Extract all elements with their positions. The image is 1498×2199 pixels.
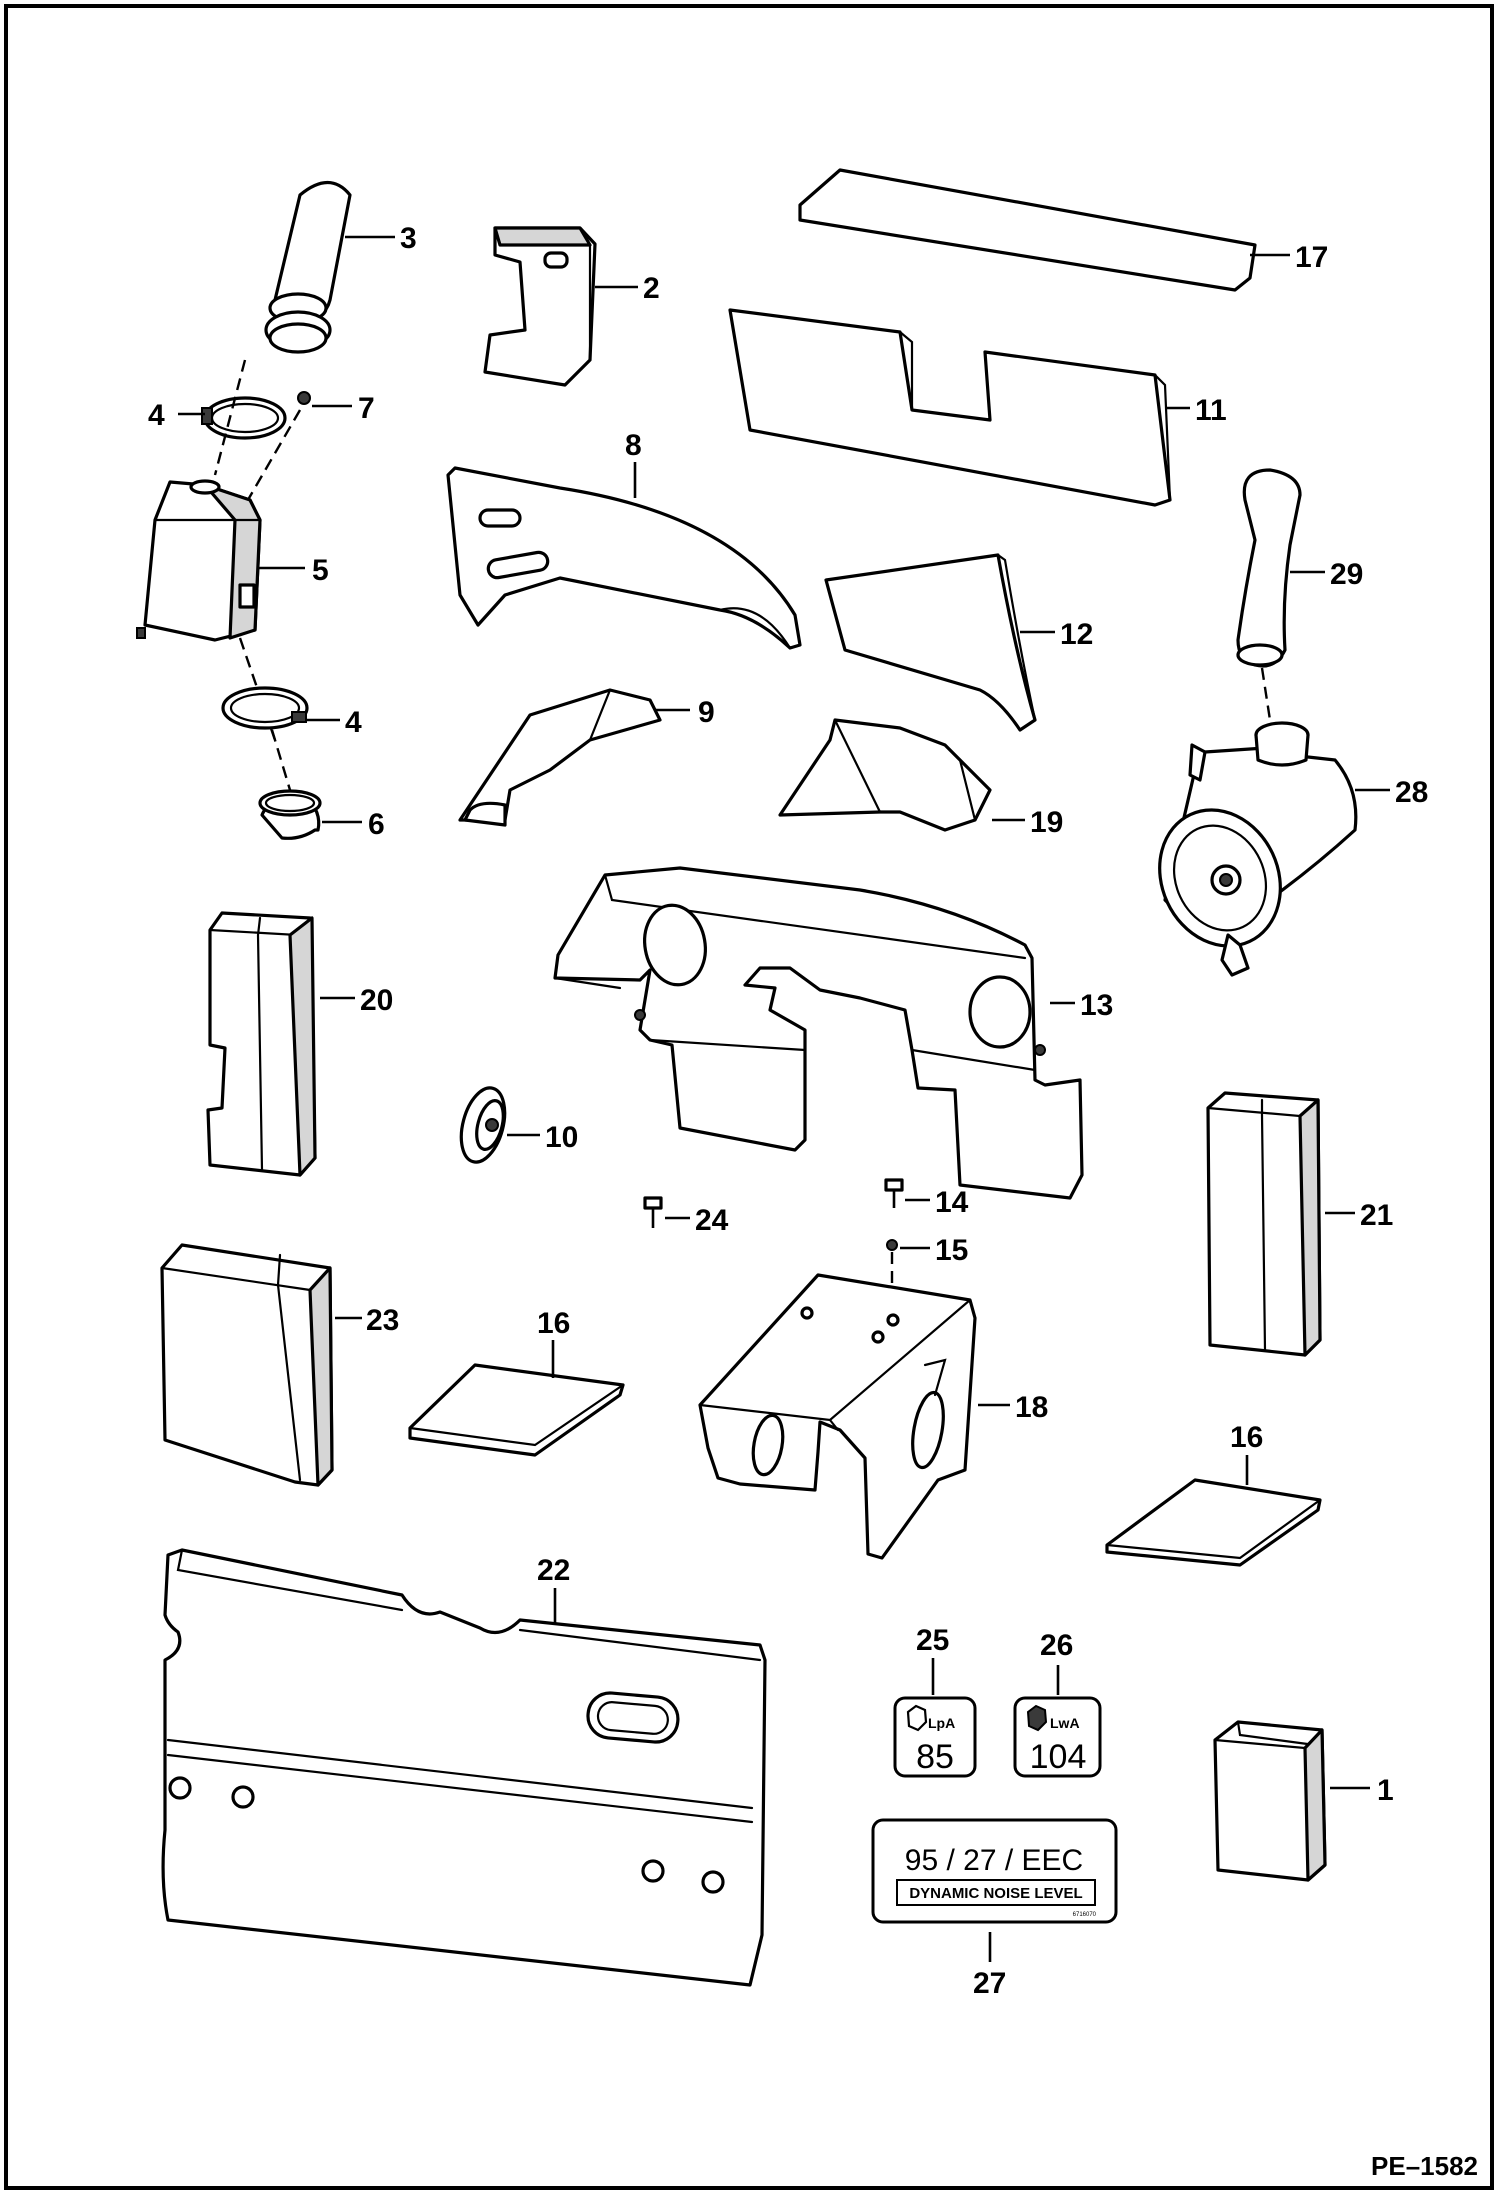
callout-1: 1 <box>1377 1774 1394 1807</box>
decal-26-value: 104 <box>1030 1738 1087 1776</box>
callout-23: 23 <box>366 1304 399 1337</box>
callout-17: 17 <box>1295 241 1328 274</box>
decal-27-code: 6716070 <box>1073 1912 1097 1918</box>
part-1-block <box>1213 1720 1370 1882</box>
decal-25-value: 85 <box>916 1738 954 1776</box>
callout-5: 5 <box>312 554 329 587</box>
frame-border <box>4 4 1494 2190</box>
part-29-exhaust-tube <box>1236 468 1325 668</box>
part-6-elbow <box>258 789 362 840</box>
callout-26: 26 <box>1040 1629 1073 1662</box>
part-26-lwa-decal: LwA 104 <box>1013 1665 1102 1778</box>
callout-7: 7 <box>358 392 375 425</box>
callout-11: 11 <box>1195 394 1227 427</box>
part-4-lower-clamp <box>221 686 340 730</box>
decal-27-line2: DYNAMIC NOISE LEVEL <box>909 1885 1082 1902</box>
part-9-lower-shroud <box>458 688 690 827</box>
callout-18: 18 <box>1015 1391 1048 1424</box>
part-18-shield <box>698 1273 1010 1560</box>
part-20-foam-block <box>206 911 355 1177</box>
part-25-lpa-decal: LpA 85 <box>893 1658 977 1778</box>
callout-13: 13 <box>1080 989 1113 1022</box>
part-11-foam-panel <box>728 308 1190 507</box>
part-23-foam-block <box>160 1243 362 1487</box>
decal-25-label: LpA <box>928 1715 955 1731</box>
callout-19: 19 <box>1030 806 1063 839</box>
callout-6: 6 <box>368 808 385 841</box>
part-2-bracket <box>483 226 638 387</box>
callout-9: 9 <box>698 696 715 729</box>
callout-21: 21 <box>1360 1199 1393 1232</box>
callout-25: 25 <box>916 1624 949 1657</box>
callout-16-right: 16 <box>1230 1421 1263 1454</box>
callout-4-lower: 4 <box>345 706 362 739</box>
callout-4-upper: 4 <box>148 399 165 432</box>
part-22-long-panel <box>161 1548 767 1987</box>
part-7-screw <box>297 391 352 408</box>
callout-22: 22 <box>537 1554 570 1587</box>
part-10-grommet <box>459 1086 540 1164</box>
drawing-number: PE–1582 <box>1371 2151 1478 2181</box>
callout-15: 15 <box>935 1234 968 1267</box>
callout-10: 10 <box>545 1121 578 1154</box>
part-14-bolt <box>884 1178 930 1208</box>
part-17-foam-strip <box>798 168 1290 292</box>
callout-14: 14 <box>935 1186 969 1219</box>
callout-27: 27 <box>973 1967 1006 2000</box>
part-8-side-shroud <box>446 462 802 650</box>
callout-16-left: 16 <box>537 1307 570 1340</box>
callout-3: 3 <box>400 222 417 255</box>
part-5-air-cleaner <box>136 479 305 642</box>
callout-29: 29 <box>1330 558 1363 591</box>
callout-2: 2 <box>643 272 660 305</box>
part-4-upper-clamp <box>178 396 287 440</box>
part-27-eec-decal: 95 / 27 / EEC DYNAMIC NOISE LEVEL 671607… <box>871 1818 1118 1962</box>
dash-line-3-5 <box>213 359 247 476</box>
part-16-pad-right <box>1105 1455 1322 1567</box>
decal-27-line1: 95 / 27 / EEC <box>905 1844 1083 1877</box>
callout-20: 20 <box>360 984 393 1017</box>
part-16-pad-left <box>408 1340 625 1457</box>
decal-26-label: LwA <box>1050 1715 1080 1731</box>
callout-8: 8 <box>625 429 642 462</box>
part-13-main-shroud <box>553 866 1084 1200</box>
part-3-intake-hose <box>264 181 395 354</box>
callout-28: 28 <box>1395 776 1428 809</box>
part-28-muffler <box>1158 721 1390 977</box>
callout-12: 12 <box>1060 618 1093 651</box>
part-24-bolt <box>643 1196 690 1228</box>
part-19-baffle <box>778 718 1025 832</box>
dash-line-4-6 <box>270 729 292 791</box>
part-15-washer <box>886 1239 930 1251</box>
part-12-baffle <box>824 553 1055 732</box>
callout-24: 24 <box>695 1204 729 1237</box>
part-21-foam-block <box>1206 1091 1355 1357</box>
dash-line-29-28 <box>1260 667 1272 721</box>
